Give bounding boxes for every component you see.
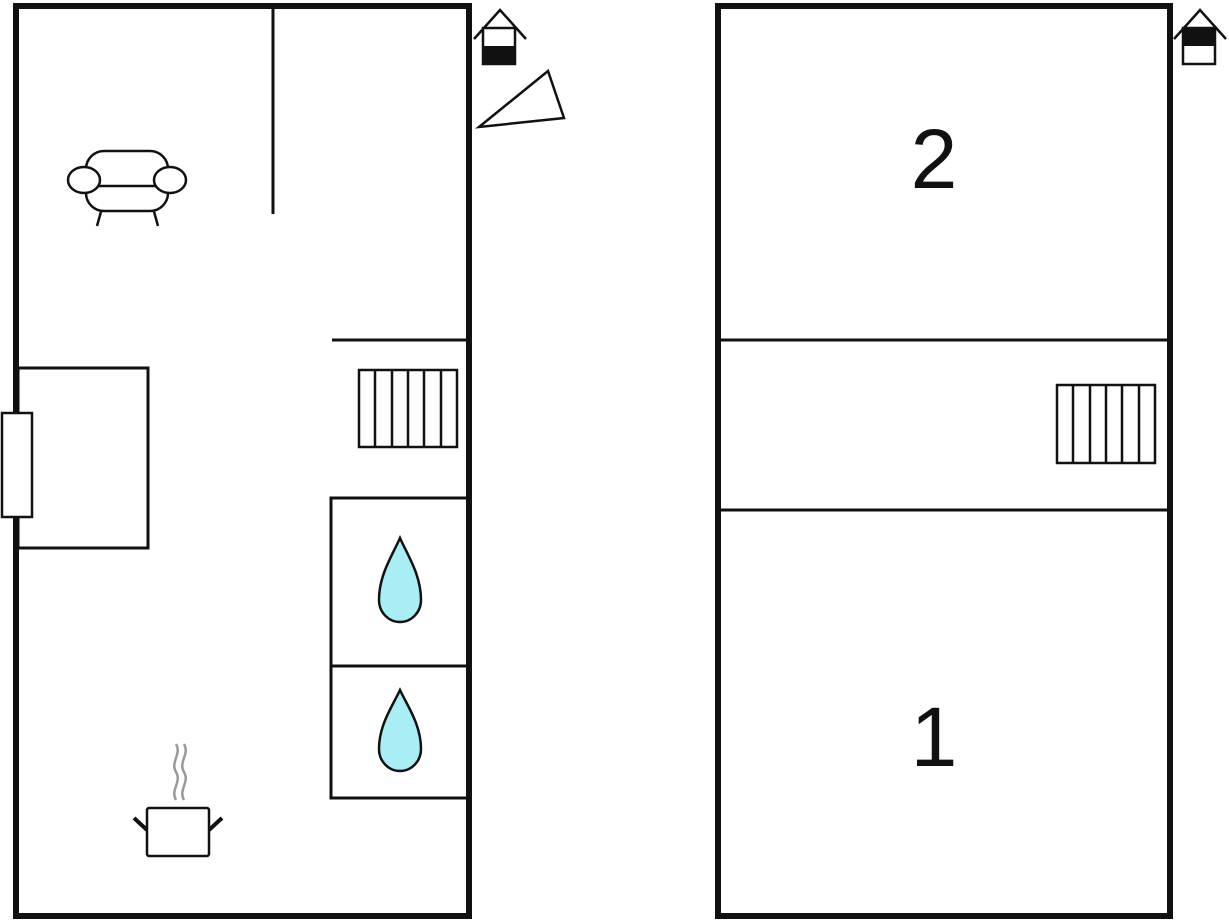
fireplace-icon <box>0 366 150 550</box>
upper-floor-outer-wall <box>715 3 1173 919</box>
house-level-icon <box>1173 8 1227 66</box>
bathroom <box>329 664 470 800</box>
cooking-pot-icon <box>132 743 224 858</box>
ground-floor-plan <box>0 3 566 919</box>
room-label-2: 2 <box>911 112 958 206</box>
compass-icon <box>474 68 566 129</box>
stairs-icon <box>1055 383 1157 465</box>
upper-floor-plan: 2 1 <box>715 3 1227 919</box>
sofa-icon <box>66 149 188 227</box>
water-drop-icon <box>377 534 423 624</box>
stairs-icon <box>357 368 459 449</box>
house-level-icon <box>473 8 527 66</box>
water-drop-icon <box>377 687 423 773</box>
room-label-1: 1 <box>911 690 958 784</box>
